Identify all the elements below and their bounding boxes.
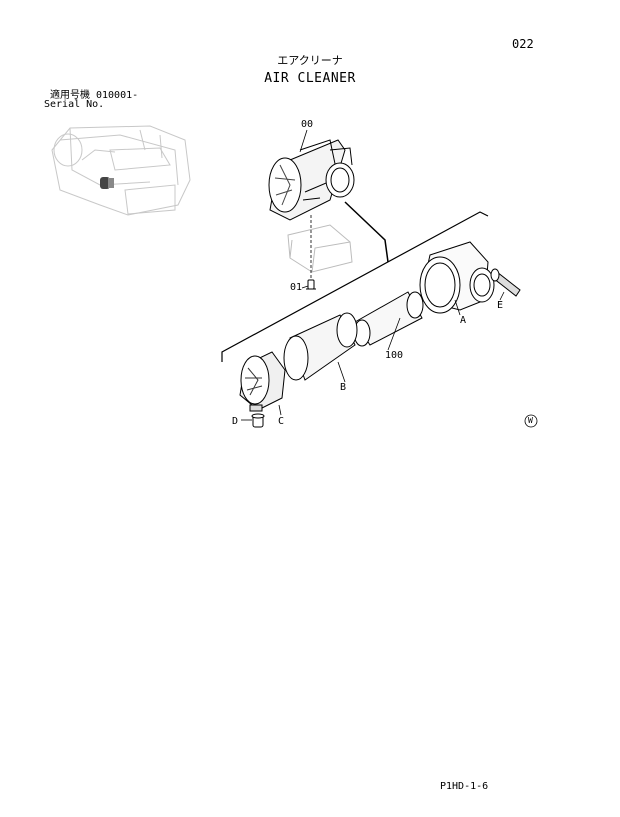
element-100-drawing: [353, 291, 424, 347]
w-mark-circle: [524, 414, 538, 428]
part-e-drawing: [490, 268, 521, 297]
air-cleaner-assembly-drawing: [268, 139, 355, 221]
cover-c-drawing: [239, 351, 286, 412]
footer-code: P1HD-1-6: [440, 781, 489, 792]
title-japanese: エアクリーナ: [277, 54, 343, 67]
callout-b: B: [340, 382, 347, 393]
serial-label-japanese: 適用号機: [50, 90, 90, 101]
callout-100: 100: [385, 350, 404, 361]
page-number: 022: [512, 37, 534, 51]
exploded-view-bracket: [221, 211, 489, 362]
w-mark-letter: W: [528, 416, 533, 425]
thumbnail-aircleaner-highlight: [100, 177, 114, 189]
callout-e: E: [497, 300, 504, 311]
bolt-01-drawing: [306, 279, 316, 290]
callout-a: A: [460, 315, 467, 326]
title-english: AIR CLEANER: [264, 71, 356, 86]
callout-leaders: [241, 129, 505, 421]
serial-number-value: 010001-: [96, 90, 139, 101]
callout-00: 00: [301, 119, 314, 130]
callout-d: D: [232, 416, 239, 427]
valve-d-drawing: [251, 413, 265, 428]
housing-a-drawing: [419, 241, 495, 314]
exploded-view-leader: [344, 201, 389, 263]
cylinder-b-drawing: [283, 312, 358, 381]
callout-01: 01: [290, 282, 303, 293]
callout-c: C: [278, 416, 285, 427]
mounting-bracket-faint: [287, 224, 353, 273]
serial-label-english: Serial No.: [44, 99, 105, 110]
machine-overview-thumbnail: [51, 125, 191, 216]
